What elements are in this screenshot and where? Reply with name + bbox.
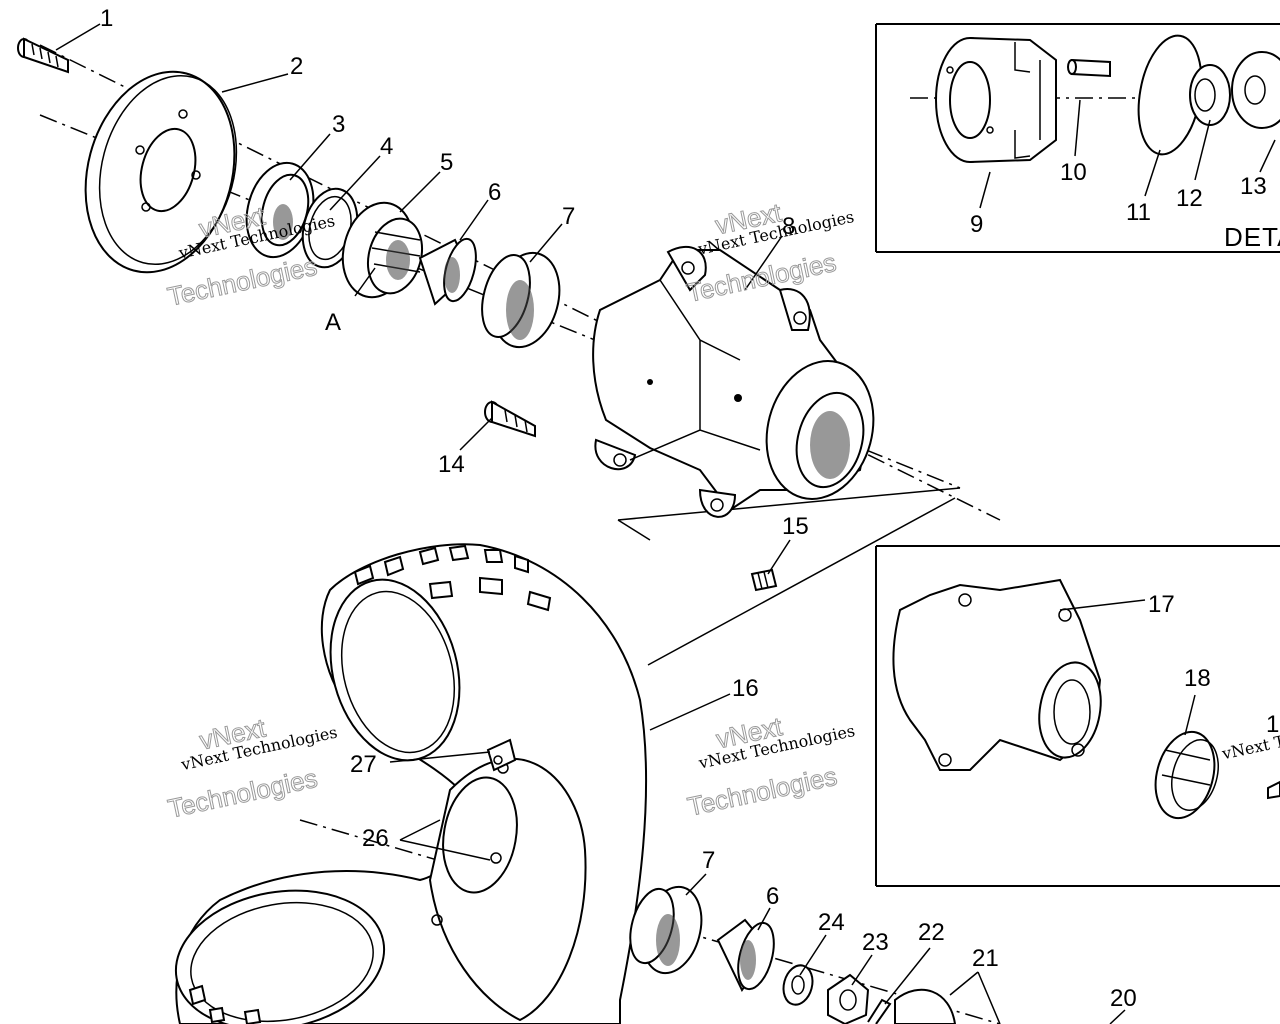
- part-24-washer: [782, 964, 814, 1006]
- label-12: 12: [1176, 185, 1203, 212]
- label-7-lower: 7: [702, 847, 715, 874]
- label-16: 16: [732, 675, 759, 702]
- tire-to-hub-leader: [647, 497, 956, 666]
- label-11: 11: [1126, 199, 1151, 226]
- label-15: 15: [782, 513, 809, 540]
- part-19-bolt-partial: [1267, 780, 1280, 800]
- label-10: 10: [1060, 159, 1087, 186]
- leader-lines: [55, 23, 1276, 1024]
- part-23-nut: [827, 973, 870, 1024]
- part-5-bearing-assembly: [341, 201, 423, 299]
- label-13: 13: [1240, 173, 1267, 200]
- part-12-washer: [1189, 64, 1231, 126]
- label-14: 14: [438, 451, 465, 478]
- label-1: 1: [100, 5, 113, 32]
- watermark-group-lower-left: vNext vNext Technologies Technologies: [165, 712, 339, 824]
- part-2-brake-disc: [84, 70, 238, 274]
- part-22-cotter-pin: [867, 998, 892, 1024]
- part-17-alt-hub: [892, 578, 1102, 771]
- label-2: 2: [290, 53, 303, 80]
- part-14-bolt: [484, 400, 536, 438]
- part-21-hub-cap: [894, 988, 957, 1024]
- watermark-group-lower-center: vNext vNext Technologies Technologies: [684, 711, 856, 823]
- detail-box-1: DETA: [875, 23, 1280, 253]
- label-3: 3: [332, 111, 345, 138]
- label-8: 8: [782, 213, 795, 240]
- label-A: A: [325, 309, 341, 336]
- part-3-seal: [245, 161, 315, 259]
- part-6-tapered-bearing-lower: [716, 918, 775, 992]
- label-6: 6: [488, 179, 501, 206]
- watermark-group-right-mid: vNext Te: [1219, 730, 1280, 764]
- label-5: 5: [440, 149, 453, 176]
- label-19-partial: 1: [1266, 711, 1279, 738]
- part-1-bolt: [17, 37, 69, 74]
- watermark-group-upper-center: vNext vNext Technologies Technologies: [684, 197, 856, 309]
- part-13-spline-plate: [1231, 51, 1280, 129]
- detail-heading: DETA: [1224, 222, 1280, 252]
- part-8-hub: [592, 246, 875, 518]
- label-24: 24: [818, 909, 845, 936]
- label-23: 23: [862, 929, 889, 956]
- part-6-tapered-bearing: [418, 237, 477, 306]
- label-17: 17: [1148, 591, 1175, 618]
- detail-box-2: [875, 545, 1280, 887]
- label-21: 21: [972, 945, 999, 972]
- label-6-lower: 6: [766, 883, 779, 910]
- label-20: 20: [1110, 985, 1137, 1012]
- label-27: 27: [350, 751, 377, 778]
- part-labels: 1 2 3 4 5 6 7 8 A 14 15 16 27 26 7 6 24 …: [100, 5, 1279, 1012]
- watermark-partial: vNext Te: [1219, 730, 1280, 764]
- label-22: 22: [918, 919, 945, 946]
- part-9-drive-hub: [935, 37, 1057, 163]
- part-16-tire: [174, 543, 648, 1024]
- part-18-bearing: [1154, 730, 1219, 820]
- part-27-valve-stem: [486, 738, 517, 772]
- label-7: 7: [562, 203, 575, 230]
- part-10-pin: [1067, 58, 1111, 78]
- part-7-bearing-cup-lower: [629, 885, 703, 975]
- label-4: 4: [380, 133, 393, 160]
- part-15-set-screw: [750, 568, 778, 592]
- label-9: 9: [970, 211, 983, 238]
- part-7-bearing-cup-upper: [481, 251, 561, 349]
- hub-axis-bracket: [617, 487, 961, 541]
- label-18: 18: [1184, 665, 1211, 692]
- label-26: 26: [362, 825, 389, 852]
